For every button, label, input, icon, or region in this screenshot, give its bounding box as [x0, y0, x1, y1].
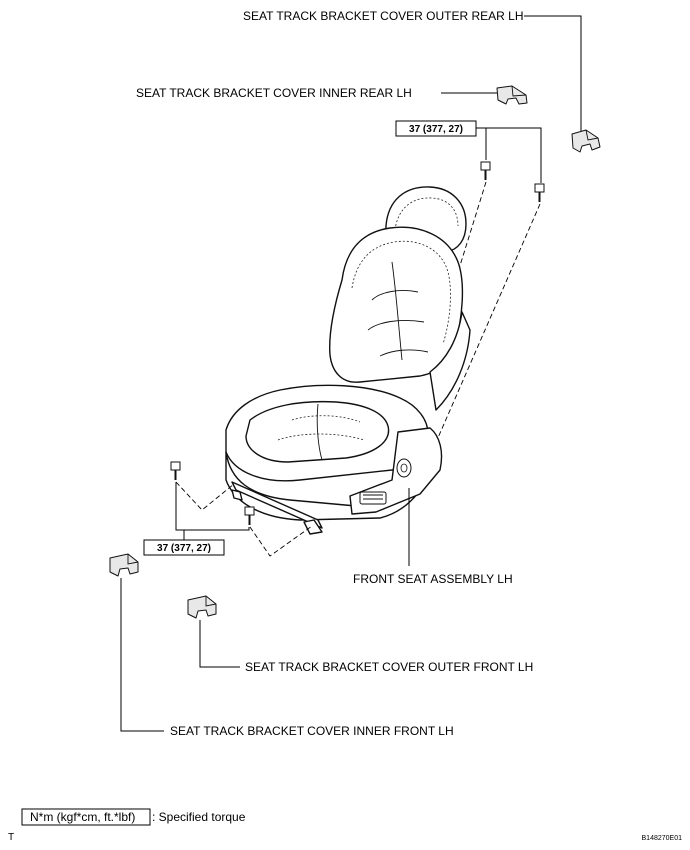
bolt-rear-left-icon — [480, 161, 491, 180]
legend-unit: N*m (kgf*cm, ft.*lbf) — [30, 810, 135, 824]
footer-left-mark: T — [8, 832, 14, 843]
leader-inner-front — [120, 578, 164, 732]
bolt-front-left-icon — [170, 461, 181, 480]
dashed-line-rear-right — [436, 203, 541, 441]
bolt-rear-right-icon — [534, 183, 545, 202]
bracket-cover-outer-front-icon — [187, 595, 217, 619]
figure-id: B148270E01 — [642, 835, 683, 842]
bracket-cover-outer-rear-icon — [571, 129, 601, 153]
leader-outer-rear — [524, 15, 582, 135]
dashed-line-front-right — [249, 525, 313, 557]
label-outer-front: SEAT TRACK BRACKET COVER OUTER FRONT LH — [245, 660, 533, 674]
torque-rear-value: 37 (377, 27) — [409, 124, 463, 135]
torque-legend: N*m (kgf*cm, ft.*lbf) : Specified torque — [21, 808, 246, 826]
bracket-cover-inner-rear-icon — [496, 85, 528, 105]
torque-leader-rear-right — [476, 127, 542, 183]
bolt-front-right-icon — [244, 506, 255, 525]
torque-leader-front — [175, 482, 250, 531]
torque-box-front: 37 (377, 27) — [143, 539, 225, 556]
torque-front-value: 37 (377, 27) — [157, 543, 211, 554]
leader-outer-front — [199, 620, 240, 668]
bracket-cover-inner-front-icon — [109, 553, 139, 577]
legend-text: : Specified torque — [152, 810, 246, 824]
label-inner-rear: SEAT TRACK BRACKET COVER INNER REAR LH — [136, 86, 412, 100]
label-seat-assembly: FRONT SEAT ASSEMBLY LH — [353, 572, 513, 586]
label-outer-rear: SEAT TRACK BRACKET COVER OUTER REAR LH — [243, 9, 524, 23]
torque-leader-rear-left — [476, 127, 487, 160]
dashed-line-front-left — [175, 481, 235, 511]
torque-box-rear: 37 (377, 27) — [395, 120, 477, 137]
seat-icon — [225, 186, 471, 535]
label-inner-front: SEAT TRACK BRACKET COVER INNER FRONT LH — [170, 724, 454, 738]
